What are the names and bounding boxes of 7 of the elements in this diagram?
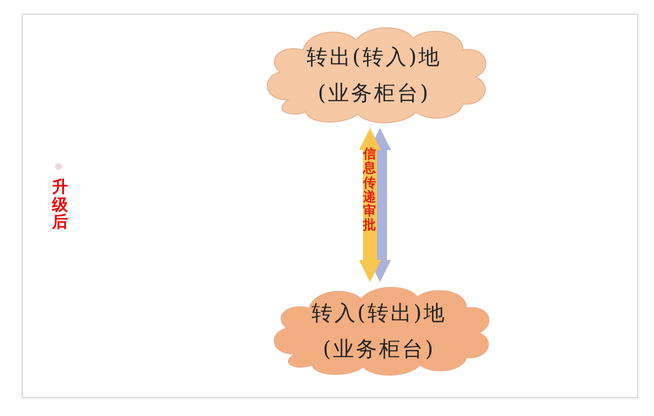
edge-label: 信息传递审批 [363,148,376,234]
double-arrow [359,128,381,282]
node-text: (业务柜台) [318,80,430,107]
node-text: 转入(转出)地 [311,300,447,327]
node-text: (业务柜台) [322,336,436,363]
node-text: 转出(转入)地 [306,44,442,71]
side-label: 升级后 [52,178,68,231]
